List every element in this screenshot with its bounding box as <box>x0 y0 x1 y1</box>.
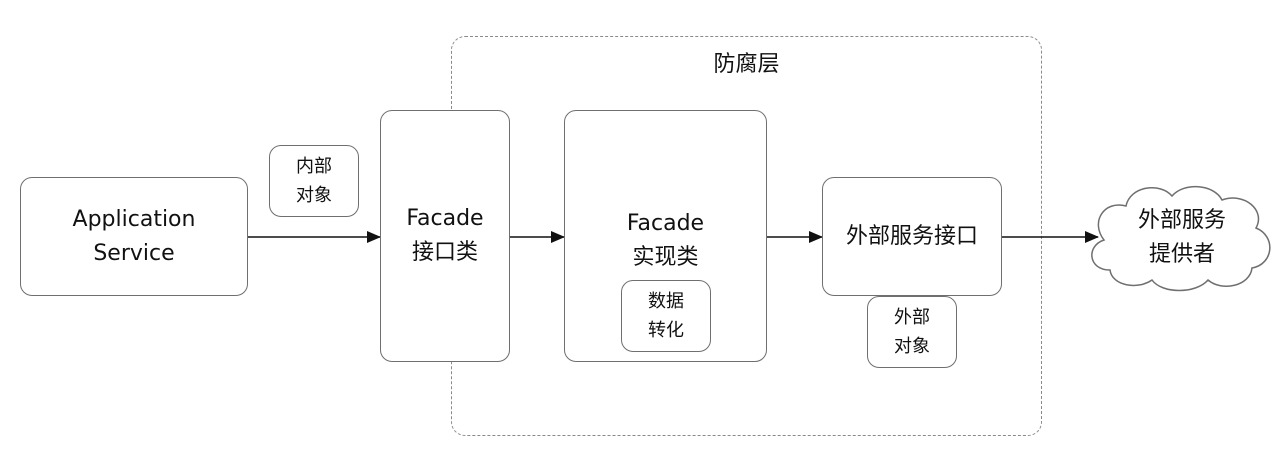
facade-impl-line1: Facade <box>626 211 705 236</box>
anti-corruption-layer-title: 防腐层 <box>713 52 780 77</box>
application-service-box: Application Service <box>20 177 248 296</box>
external-provider-line1: 外部服务 <box>1137 208 1226 233</box>
external-object-line2: 对象 <box>894 336 930 357</box>
data-conversion-line2: 转化 <box>648 320 684 341</box>
data-conversion-tag: 数据 转化 <box>621 280 711 352</box>
application-service-line1: Application <box>72 206 196 232</box>
external-object-tag: 外部 对象 <box>867 296 957 368</box>
facade-interface-line1: Facade <box>406 206 484 231</box>
external-service-interface-label: 外部服务接口 <box>845 223 978 249</box>
external-service-interface-box: 外部服务接口 <box>822 177 1002 296</box>
cloud-shape <box>1091 185 1271 292</box>
facade-interface-line2: 接口类 <box>411 240 478 265</box>
application-service-line2: Service <box>93 240 175 266</box>
internal-object-line1: 内部 <box>296 156 332 177</box>
facade-impl-line2: 实现类 <box>632 245 699 270</box>
internal-object-tag: 内部 对象 <box>269 145 359 217</box>
data-conversion-line1: 数据 <box>648 291 684 312</box>
external-object-line1: 外部 <box>894 307 930 328</box>
external-service-provider-label: 外部服务 提供者 <box>1092 198 1272 278</box>
facade-interface-box: Facade 接口类 <box>380 110 510 362</box>
internal-object-line2: 对象 <box>296 185 332 206</box>
external-provider-line2: 提供者 <box>1148 242 1215 267</box>
